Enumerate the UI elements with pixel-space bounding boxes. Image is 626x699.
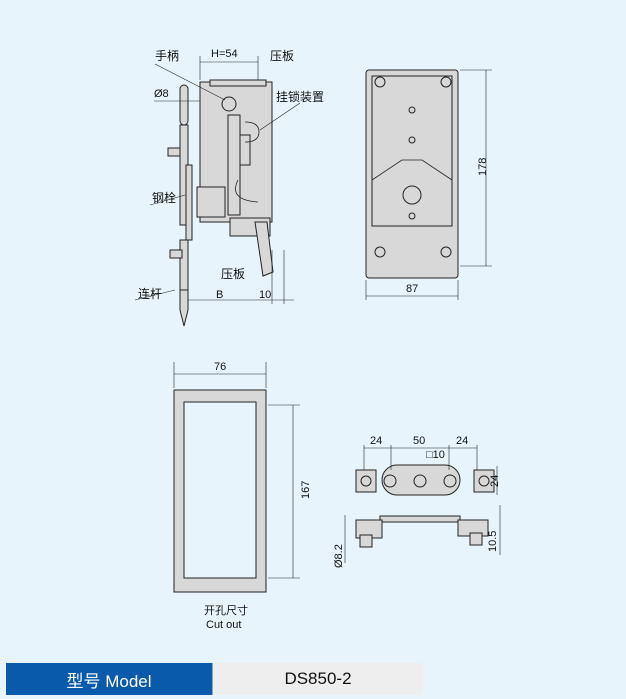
offset-dim: 10: [259, 289, 271, 301]
handle-label: 手柄: [155, 49, 179, 63]
steel-bolt-label: 钢栓: [152, 190, 176, 205]
h-dim: H=54: [211, 48, 238, 60]
technical-drawing: 手柄 H=54 压板 Ø8 挂锁装置 钢栓 压板 连杆 B 10 178 87 …: [134, 48, 501, 631]
cutout-label-cn: 开孔尺寸: [204, 603, 248, 617]
side-view: 手柄 H=54 压板 Ø8 挂锁装置 钢栓 压板 连杆 B 10: [134, 48, 324, 327]
width-dim: 87: [406, 283, 418, 295]
cutout-view: 76 167 开孔尺寸 Cut out: [173, 361, 312, 631]
front-view: 178 87: [365, 69, 492, 300]
bracket-offset-dim: 10.5: [487, 531, 499, 552]
bracket-view: 24 50 24 □10 24 Ø8.2 10.5: [333, 435, 501, 568]
model-value: DS850-2: [213, 663, 423, 695]
cutout-height-dim: 167: [300, 481, 312, 499]
height-dim: 178: [477, 158, 489, 176]
press-plate-bottom-label: 压板: [221, 267, 245, 281]
link-rod-label: 连杆: [138, 286, 162, 301]
square-dim: □10: [426, 449, 445, 461]
bracket-dia-dim: Ø8.2: [333, 544, 345, 568]
press-plate-top-label: 压板: [270, 49, 294, 63]
bracket-dim-right: 24: [456, 435, 468, 447]
model-label: 型号 Model: [6, 663, 213, 695]
padlock-label: 挂锁装置: [276, 89, 324, 104]
model-table: 型号 Model DS850-2: [6, 663, 423, 695]
cutout-width-dim: 76: [214, 361, 226, 373]
bracket-dim-left: 24: [370, 435, 382, 447]
bracket-height-dim: 24: [489, 475, 501, 487]
bracket-dim-mid: 50: [413, 435, 425, 447]
cutout-label-en: Cut out: [206, 619, 241, 631]
handle-icon: [221, 96, 237, 112]
rod-dia-dim: Ø8: [154, 88, 169, 100]
b-dim: B: [216, 289, 223, 301]
